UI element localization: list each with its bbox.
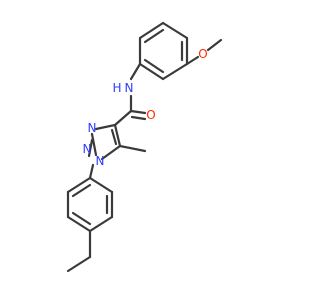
atom-oxygen-methoxy: O [198,47,207,61]
bond [206,38,223,52]
bond [87,138,94,158]
bonds [66,21,223,273]
bond [71,211,92,226]
bond [138,62,165,81]
bond [110,128,118,146]
bond [161,62,189,81]
atom-hydrogen-amide: H [112,81,121,95]
atom-labels: O H N O N N N [83,47,208,168]
bond [113,109,133,127]
atom-nitrogen-triazole-1: N [96,154,105,168]
bond [129,109,147,115]
bond [88,163,95,180]
bond [161,21,189,40]
bond [66,255,92,273]
molecule-diagram: O H N O N N N [66,21,223,273]
bond [88,176,114,194]
bond [94,123,117,131]
bond [71,183,92,198]
bond [90,132,98,157]
bond [143,58,165,74]
atom-nitrogen-amide: N [125,81,134,95]
bond [118,144,147,153]
bond [113,123,122,148]
structure-svg: O H N O N N N [66,21,223,273]
bond [138,21,165,40]
bond [66,215,92,233]
atom-nitrogen-triazole-3: N [88,121,97,135]
bond [185,55,200,66]
bond [88,215,114,233]
bond [100,144,122,161]
bond [129,62,142,81]
atom-oxygen-carbonyl: O [146,108,155,122]
bond [130,115,147,121]
atom-nitrogen-triazole-2: N [83,142,92,156]
bond [66,176,92,194]
bond [143,28,165,44]
